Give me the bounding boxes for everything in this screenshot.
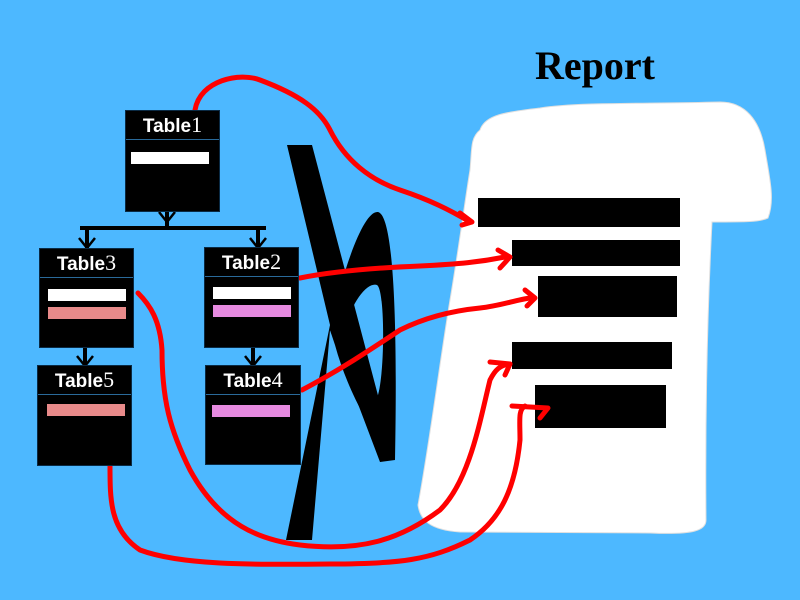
table-3-name: Table: [56, 254, 106, 275]
table-3-field-1: [48, 289, 126, 301]
table-2[interactable]: Table2: [204, 247, 299, 348]
table-5-name: Table: [54, 371, 104, 392]
table-5-header: Table5: [38, 366, 131, 395]
arrow-table3-head: [487, 359, 513, 378]
report-line-1: [478, 198, 680, 227]
table-4[interactable]: Table4: [205, 365, 301, 465]
arrow-table2-to-line2: [297, 254, 508, 281]
table-5-field-1: [47, 404, 125, 416]
report-line-2: [512, 240, 680, 266]
arrow-table4-to-line3: [299, 295, 533, 393]
table-4-name: Table: [223, 371, 272, 392]
table-1[interactable]: Table1: [125, 110, 220, 212]
table-5[interactable]: Table5: [37, 365, 132, 466]
arrow-table2-head: [495, 247, 513, 271]
table-3-number: 3: [105, 250, 117, 275]
table-2-field-1: [213, 287, 291, 299]
cross-loop-shape: [330, 211, 396, 460]
arrow-table4-head: [522, 287, 538, 309]
table-3[interactable]: Table3: [39, 248, 134, 348]
table-2-number: 2: [270, 249, 282, 274]
table-4-header: Table4: [206, 366, 300, 395]
arrow-table5-to-line5: [107, 403, 528, 567]
table-1-field-1: [131, 152, 209, 164]
table-4-field-1: [212, 405, 290, 417]
report-title: Report: [535, 43, 655, 88]
table-5-number: 5: [103, 367, 115, 392]
report-line-4: [512, 342, 672, 369]
table-1-header: Table1: [126, 111, 219, 140]
table-2-header: Table2: [205, 248, 298, 277]
report-line-5: [535, 385, 666, 428]
arrow-table5-head: [509, 403, 551, 421]
arrow-table1-head: [457, 210, 475, 228]
table-2-name: Table: [221, 253, 271, 274]
report-line-3: [538, 276, 677, 317]
table-3-field-2: [48, 307, 126, 319]
table-3-header: Table3: [40, 249, 133, 278]
table-4-number: 4: [271, 367, 283, 392]
table-1-name: Table: [142, 116, 192, 137]
table-1-number: 1: [191, 112, 203, 137]
report-page: [417, 101, 772, 534]
arrow-table1-to-line1: [192, 74, 473, 225]
table-2-field-2: [213, 305, 291, 317]
arrow-table3-to-line4: [135, 290, 513, 550]
